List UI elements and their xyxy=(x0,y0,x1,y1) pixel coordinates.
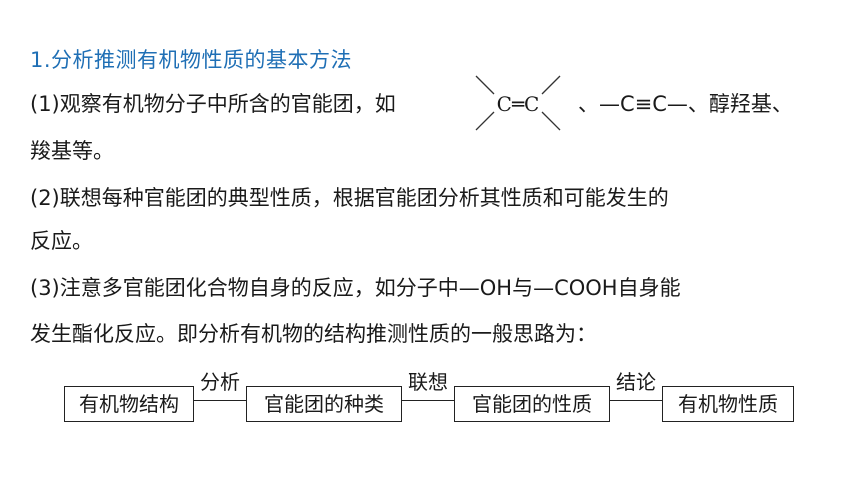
flow-connector-line xyxy=(610,400,662,401)
flow-box-group-type: 官能团的种类 xyxy=(246,386,402,422)
flow-connector-analyze: 分析 xyxy=(194,366,246,422)
section-title: 1.分析推测有机物性质的基本方法 xyxy=(30,48,353,72)
reasoning-flow: 有机物结构 分析 官能团的种类 联想 官能团的性质 结论 有机物性质 xyxy=(64,366,804,426)
paragraph-2-line-1: (2)联想每种官能团的典型性质，根据官能团分析其性质和可能发生的 xyxy=(30,186,669,210)
flow-box-group-property: 官能团的性质 xyxy=(454,386,610,422)
flow-connector-conclude: 结论 xyxy=(610,366,662,422)
paragraph-1-suffix: 、—C≡C—、醇羟基、 xyxy=(578,92,793,116)
flow-box-structure: 有机物结构 xyxy=(64,386,194,422)
alkene-structure-label: C═C xyxy=(497,92,540,116)
flow-connector-label: 分析 xyxy=(200,370,240,394)
paragraph-3-line-1: (3)注意多官能团化合物自身的反应，如分子中—OH与—COOH自身能 xyxy=(30,276,681,300)
flow-connector-label: 联想 xyxy=(408,370,448,394)
flow-connector-label: 结论 xyxy=(616,370,656,394)
flow-box-property: 有机物性质 xyxy=(662,386,794,422)
flow-connector-line xyxy=(402,400,454,401)
paragraph-1-line-1: (1)观察有机物分子中所含的官能团，如 xyxy=(30,88,396,118)
paragraph-1-line-2: 羧基等。 xyxy=(30,139,114,163)
flow-connector-line xyxy=(194,400,246,401)
paragraph-3-line-2: 发生酯化反应。即分析有机物的结构推测性质的一般思路为： xyxy=(30,322,597,346)
paragraph-1-prefix: (1)观察有机物分子中所含的官能团，如 xyxy=(30,92,396,116)
alkene-structure: C═C xyxy=(470,72,566,134)
paragraph-2-line-2: 反应。 xyxy=(30,229,93,253)
flow-connector-associate: 联想 xyxy=(402,366,454,422)
